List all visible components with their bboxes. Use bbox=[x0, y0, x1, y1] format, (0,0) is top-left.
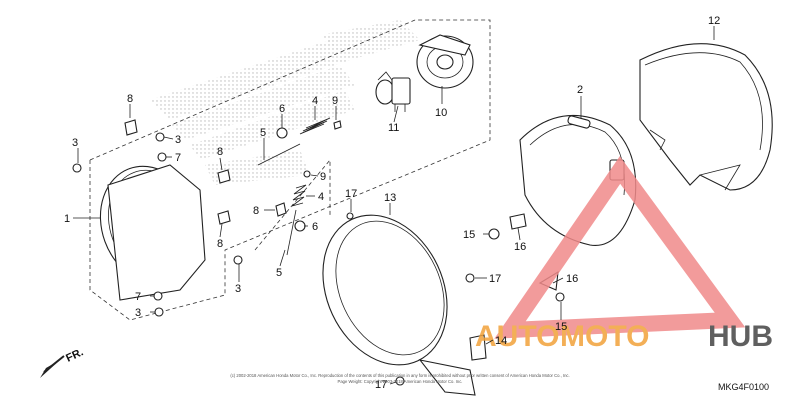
callout-3d: 3 bbox=[135, 307, 141, 319]
leader-lines bbox=[73, 26, 715, 385]
callout-6a: 6 bbox=[279, 103, 285, 115]
callout-numbers: 1 2 3 3 3 3 4 4 5 5 6 6 7 7 8 8 8 8 9 9 … bbox=[64, 15, 720, 391]
callout-2: 2 bbox=[577, 84, 583, 96]
callout-5a: 5 bbox=[260, 127, 266, 139]
callout-5b: 5 bbox=[276, 267, 282, 279]
front-direction-arrow: FR. bbox=[40, 346, 85, 378]
callout-11: 11 bbox=[388, 122, 399, 134]
automotohub-watermark: AUTO MOTO HUB bbox=[475, 156, 773, 353]
callout-14: 14 bbox=[495, 335, 507, 347]
direction-label: FR. bbox=[64, 346, 85, 364]
footer: (c) 2002-2018 American Honda Motor Co., … bbox=[230, 373, 769, 392]
watermark-auto: AUTO bbox=[475, 320, 559, 353]
watermark-hub: HUB bbox=[708, 320, 773, 353]
callout-8a: 8 bbox=[127, 93, 133, 105]
socket-cover bbox=[416, 34, 474, 89]
callout-9b: 9 bbox=[320, 171, 326, 183]
headlight-bulb bbox=[375, 71, 411, 112]
callout-8c: 8 bbox=[217, 238, 223, 250]
headlight-lens bbox=[99, 164, 206, 301]
callout-3a: 3 bbox=[72, 137, 78, 149]
honda-wing-logo-background bbox=[150, 20, 420, 185]
callout-6b: 6 bbox=[312, 221, 318, 233]
callout-8b: 8 bbox=[217, 146, 223, 158]
callout-17a: 17 bbox=[345, 188, 357, 200]
callout-4a: 4 bbox=[312, 95, 318, 107]
callout-8d: 8 bbox=[253, 205, 259, 217]
callout-13: 13 bbox=[384, 192, 396, 204]
callout-3b: 3 bbox=[175, 134, 181, 146]
callout-15b: 15 bbox=[555, 321, 567, 333]
copyright-line-1: (c) 2002-2018 American Honda Motor Co., … bbox=[230, 373, 569, 378]
callout-3c: 3 bbox=[235, 283, 241, 295]
adjust-springs-and-screws bbox=[257, 117, 331, 256]
callout-15a: 15 bbox=[463, 229, 475, 241]
callout-10: 10 bbox=[435, 107, 447, 119]
headlight-case bbox=[639, 43, 773, 191]
callout-1: 1 bbox=[64, 213, 70, 225]
headlight-rim bbox=[322, 214, 476, 396]
callout-7a: 7 bbox=[175, 152, 181, 164]
callout-9a: 9 bbox=[332, 95, 338, 107]
copyright-line-2: Page Weight: Copyright 2003-2018 America… bbox=[338, 379, 463, 384]
diagram-code: MKG4F0100 bbox=[718, 382, 769, 392]
callout-16a: 16 bbox=[514, 241, 526, 253]
small-hardware bbox=[72, 119, 565, 386]
callout-4b: 4 bbox=[318, 191, 324, 203]
callout-12: 12 bbox=[708, 15, 720, 27]
callout-7b: 7 bbox=[135, 291, 141, 303]
watermark-moto: MOTO bbox=[560, 320, 649, 353]
callout-17b: 17 bbox=[489, 273, 501, 285]
assembly-frames bbox=[89, 19, 491, 321]
callout-16b: 16 bbox=[566, 273, 578, 285]
callout-17c: 17 bbox=[375, 379, 387, 391]
